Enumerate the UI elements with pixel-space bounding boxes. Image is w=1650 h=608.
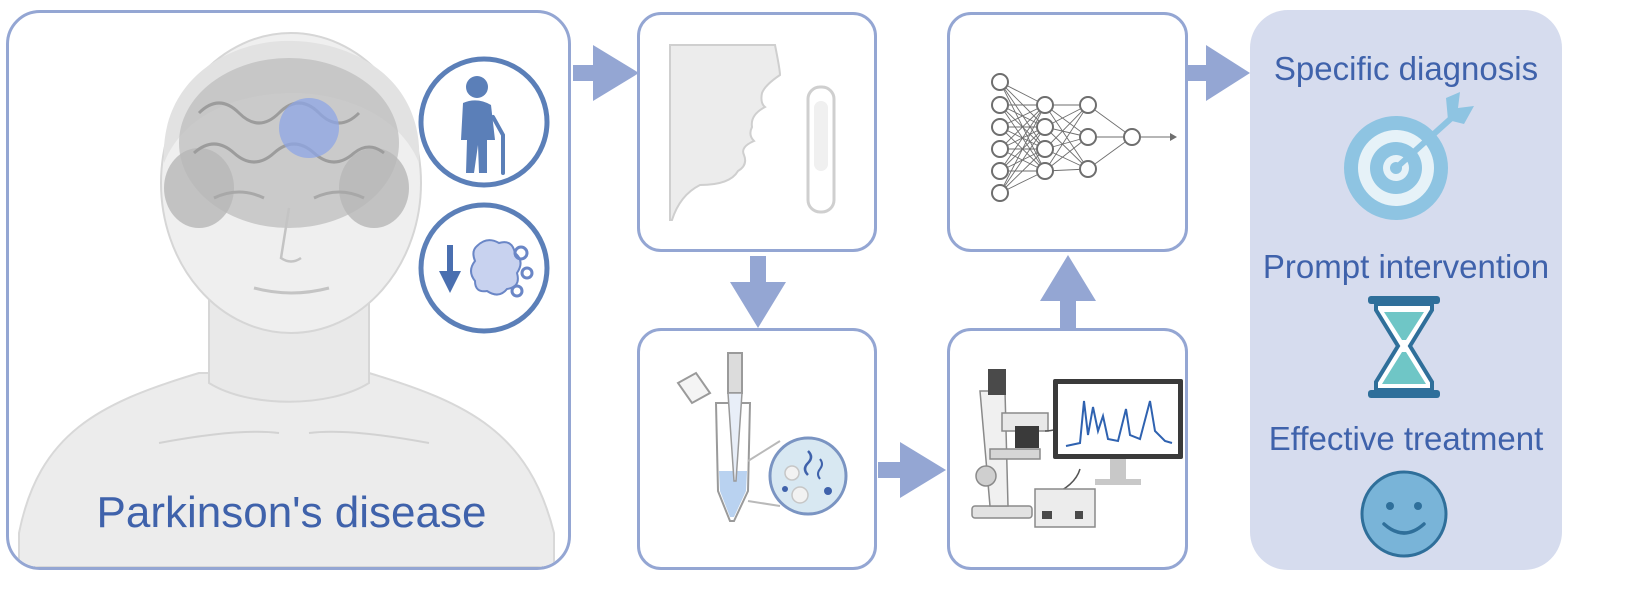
arrow-right-3 xyxy=(1188,45,1250,101)
saliva-sample-illustration xyxy=(669,44,836,221)
arrow-right-1 xyxy=(573,45,639,101)
outcome-label-treatment: Effective treatment xyxy=(1268,420,1544,457)
neural-network-illustration xyxy=(991,73,1177,202)
outcome-label-intervention: Prompt intervention xyxy=(1262,248,1550,285)
patient-panel: Parkinson's disease xyxy=(6,10,571,570)
outcomes-panel: Specific diagnosis Prompt intervention E… xyxy=(1250,10,1562,570)
outcome-label-diagnosis: Specific diagnosis xyxy=(1273,50,1539,87)
disease-title: Parkinson's disease xyxy=(96,488,487,537)
target-icon xyxy=(1336,92,1476,222)
spectroscopy-illustration xyxy=(971,369,1183,528)
saliva-sample-panel xyxy=(637,12,877,252)
sample-processing-illustration xyxy=(676,352,848,522)
arrow-down-1 xyxy=(730,256,786,328)
hourglass-icon xyxy=(1366,296,1442,398)
sample-processing-panel xyxy=(637,328,877,570)
cognitive-decline-icon xyxy=(417,201,551,335)
arrow-up-1 xyxy=(1040,255,1096,329)
smiley-icon xyxy=(1358,468,1450,560)
elderly-person-icon xyxy=(417,55,551,189)
arrow-right-2 xyxy=(878,442,946,498)
neural-network-panel xyxy=(947,12,1188,252)
patient-illustration xyxy=(18,32,555,567)
spectroscopy-panel xyxy=(947,328,1188,570)
